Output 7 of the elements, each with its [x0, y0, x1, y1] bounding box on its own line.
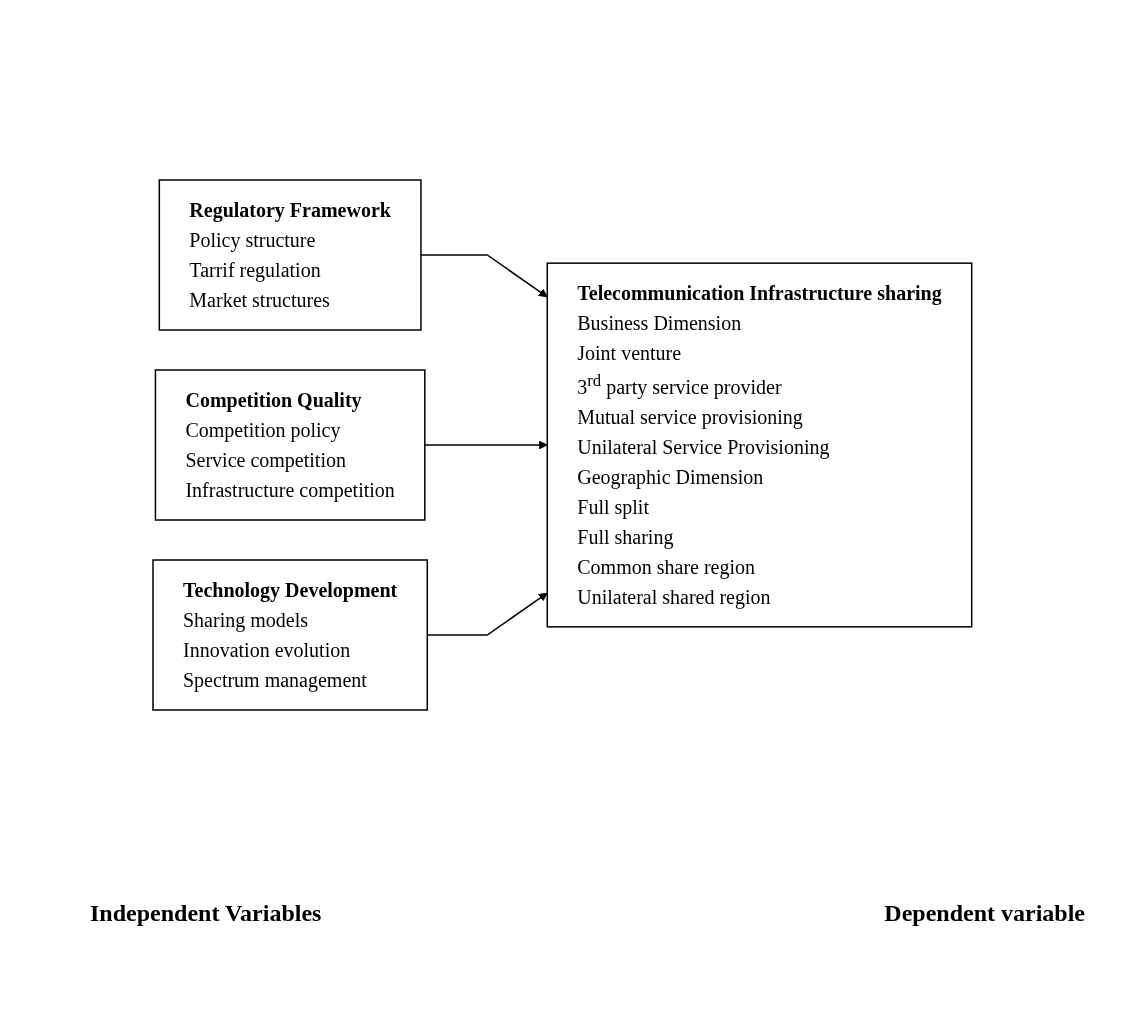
node-box: Telecommunication Infrastructure sharing Business Dimension Joint venture 3$^{rd}$ party service provider Mutual service provisioning Unilateral Service Provisioning Geographic Dimension Full split Full sharing Common share region Unilateral shared region: [546, 262, 973, 628]
arrow: [424, 440, 548, 450]
node-box: Technology Development Sharing models Innovation evolution Spectrum management: [152, 559, 429, 711]
caption-text: Dependent variable: [884, 900, 1085, 927]
caption-text: Independent Variables: [90, 900, 322, 927]
node-box: Competition Quality Competition policy Service competition Infrastructure competition: [154, 369, 426, 521]
node-box: Regulatory Framework Policy structure Tarrif regulation Market structures: [158, 179, 422, 331]
